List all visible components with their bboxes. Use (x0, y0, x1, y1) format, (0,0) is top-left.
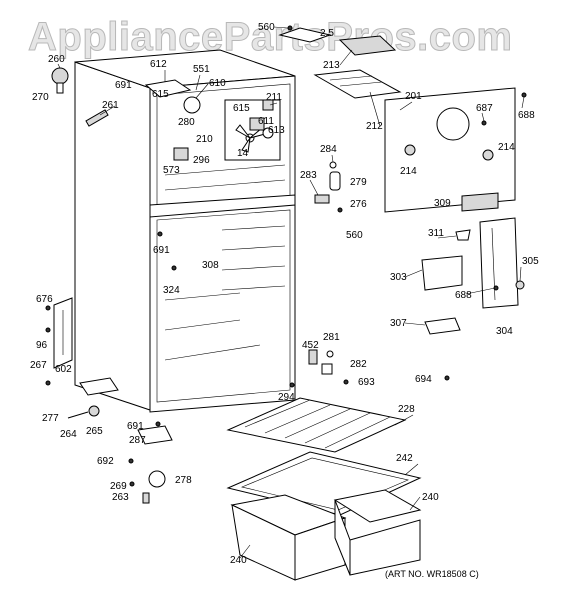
callout: 242 (396, 453, 413, 464)
defrost-timer (262, 99, 274, 111)
handle-cap (85, 109, 109, 127)
callout: 240 (422, 492, 439, 503)
callout: 687 (476, 103, 493, 114)
damper (455, 229, 471, 241)
callout: 210 (196, 134, 213, 145)
duct-bracket (144, 79, 192, 98)
callout: 269 (110, 481, 127, 492)
callout: 212 (366, 121, 383, 132)
callout: 283 (300, 170, 317, 181)
callout: 602 (55, 364, 72, 375)
callout: 296 (193, 155, 210, 166)
callout: 276 (350, 199, 367, 210)
callout: 691 (153, 245, 170, 256)
control-knob (424, 317, 461, 335)
callout: 96 (36, 340, 48, 351)
callout: 280 (178, 117, 195, 128)
callout: 284 (320, 144, 337, 155)
callout: 281 (323, 332, 340, 343)
bottom-hinge (137, 425, 173, 445)
callout: 270 (32, 92, 49, 103)
crisper-drawer-right (333, 489, 422, 576)
callout: 228 (398, 404, 415, 415)
callout: 240 (230, 555, 247, 566)
rating-label (461, 192, 499, 212)
callout: 303 (390, 272, 407, 283)
callout: 311 (428, 228, 444, 239)
callout: 560 (346, 230, 363, 241)
damper-control (421, 255, 463, 291)
callout: 263 (112, 492, 129, 503)
callout: 282 (350, 359, 367, 370)
callout: 573 (163, 165, 180, 176)
callout: 214 (400, 166, 417, 177)
hinge-parts-mid (308, 349, 334, 375)
callout: 261 (102, 100, 119, 111)
callout: 551 (193, 64, 210, 75)
leader-lines (57, 26, 525, 559)
callout: 279 (350, 177, 367, 188)
callout: 615 (233, 103, 250, 114)
fan-motor (249, 117, 274, 139)
callout: 560 (258, 22, 275, 33)
callout: 265 (86, 426, 103, 437)
top-hinge (51, 67, 69, 94)
light-switch (314, 194, 330, 204)
callout: 260 (48, 54, 65, 65)
thermostat (173, 147, 189, 161)
center-hinge (53, 297, 119, 396)
control-housing (278, 27, 402, 99)
duct-screw (515, 280, 525, 290)
callout: 611 (258, 116, 274, 127)
callout: 307 (390, 318, 407, 329)
leveling-leg (67, 405, 100, 419)
callout: 688 (455, 290, 472, 301)
callout: 267 (30, 360, 47, 371)
callout: 277 (42, 413, 59, 424)
callout: 612 (150, 59, 167, 70)
callout: 287 (129, 435, 146, 446)
callout: 691 (115, 80, 132, 91)
callout: 324 (163, 285, 180, 296)
callout: 610 (209, 78, 226, 89)
callout: 308 (202, 260, 219, 271)
callout: 294 (278, 392, 295, 403)
evaporator-cover (384, 87, 516, 213)
leg-screw (142, 492, 150, 504)
callout-labels: 560 2.5 213 260 270 261 612 551 691 615 … (30, 22, 539, 566)
callout: 264 (60, 429, 77, 440)
callout: 305 (522, 256, 539, 267)
air-duct (479, 217, 519, 309)
roller (148, 470, 166, 488)
callout: 309 (434, 198, 451, 209)
callout: 692 (97, 456, 114, 467)
callout: 676 (36, 294, 53, 305)
watermark: AppliancePartsPros.com (28, 15, 513, 59)
callout: 213 (323, 60, 340, 71)
callout: 214 (498, 142, 515, 153)
callout: 278 (175, 475, 192, 486)
wire-shelf (226, 397, 407, 453)
callout: 693 (358, 377, 375, 388)
callout: 201 (405, 91, 422, 102)
light-socket (329, 161, 341, 191)
callout: 211 (266, 92, 282, 103)
callout: 613 (268, 125, 285, 136)
callout: 694 (415, 374, 432, 385)
callout: 2.5 (320, 28, 334, 39)
crisper-drawer-left (230, 494, 347, 581)
callout: 615 (152, 89, 169, 100)
art-number: (ART NO. WR18508 C) (385, 569, 479, 579)
evaporator-fan-cover (183, 96, 201, 114)
callout: 304 (496, 326, 513, 337)
callout: 691 (127, 421, 144, 432)
callout: 14 (237, 148, 249, 159)
callout: 452 (302, 340, 319, 351)
callout: 688 (518, 110, 535, 121)
